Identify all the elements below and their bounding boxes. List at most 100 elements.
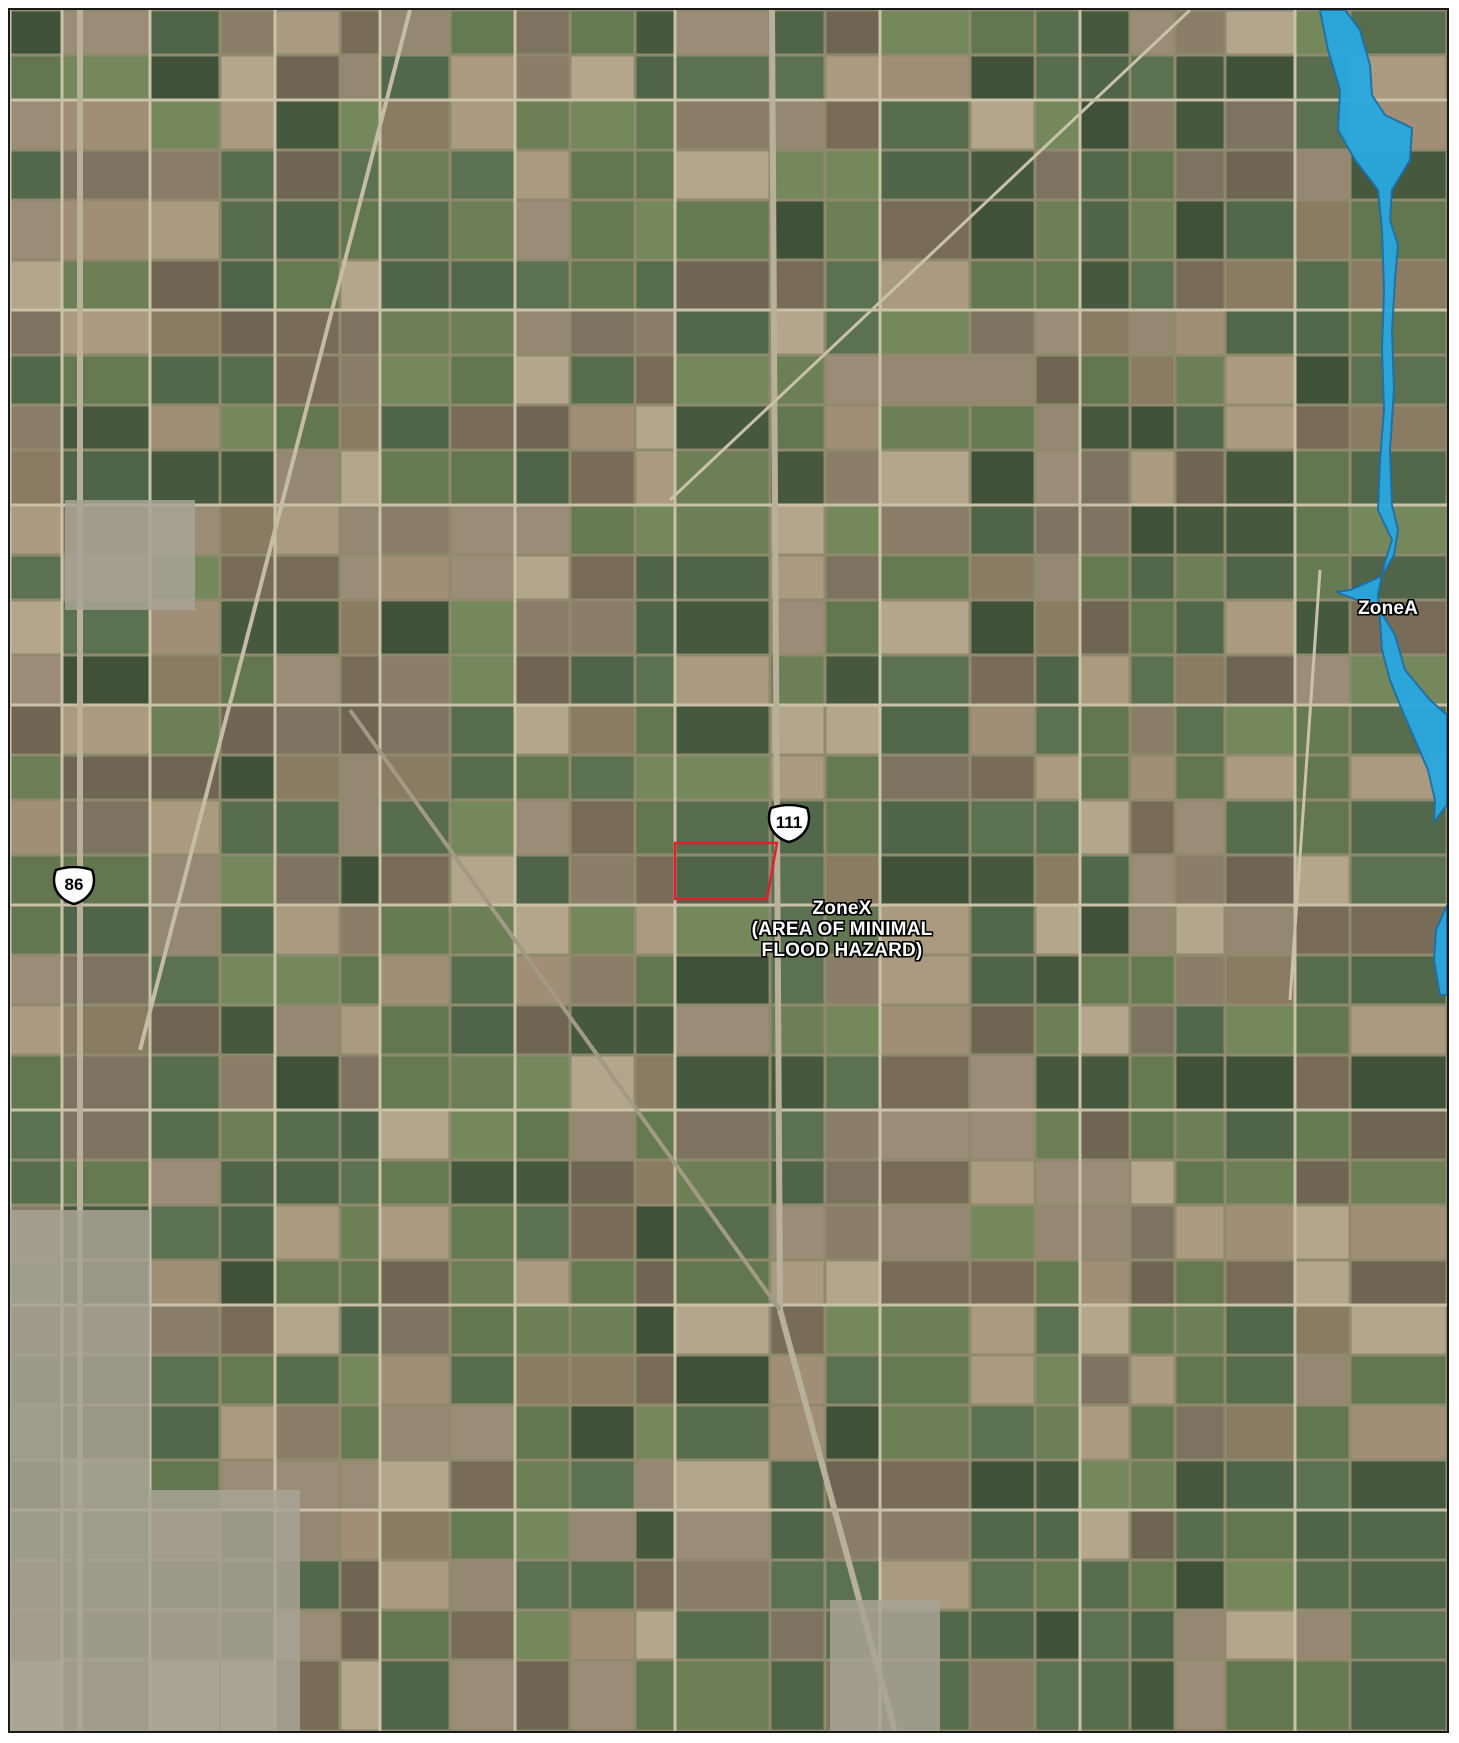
field-parcel xyxy=(826,11,879,54)
field-parcel xyxy=(881,1356,969,1404)
field-parcel xyxy=(1131,1261,1174,1304)
field-parcel xyxy=(571,56,634,99)
field-parcel xyxy=(11,706,61,754)
field-parcel xyxy=(11,406,61,449)
field-parcel xyxy=(1036,311,1079,354)
field-parcel xyxy=(771,11,824,54)
field-parcel xyxy=(1176,1561,1224,1609)
field-parcel xyxy=(881,11,969,54)
field-parcel xyxy=(516,506,569,554)
field-parcel xyxy=(1131,56,1174,99)
field-parcel xyxy=(571,1206,634,1259)
field-parcel xyxy=(151,201,219,259)
field-parcel xyxy=(276,956,339,1004)
field-parcel xyxy=(451,1561,514,1609)
field-parcel xyxy=(516,1356,569,1404)
field-parcel xyxy=(1036,601,1079,654)
field-parcel xyxy=(451,601,514,654)
project-parcel-outline[interactable] xyxy=(673,841,779,901)
field-parcel xyxy=(826,601,879,654)
field-parcel xyxy=(341,11,379,54)
field-parcel xyxy=(151,1006,219,1054)
field-parcel xyxy=(341,356,379,404)
field-parcel xyxy=(221,956,274,1004)
field-parcel xyxy=(636,756,674,799)
field-parcel xyxy=(11,906,61,954)
field-parcel xyxy=(1131,1406,1174,1459)
field-parcel xyxy=(221,656,274,704)
field-parcel xyxy=(381,506,449,554)
field-parcel xyxy=(676,956,769,1004)
field-parcel xyxy=(826,151,879,199)
field-parcel xyxy=(881,1006,969,1054)
field-parcel xyxy=(1081,1111,1129,1159)
field-parcel xyxy=(151,706,219,754)
field-parcel xyxy=(1036,956,1079,1004)
field-parcel xyxy=(63,311,149,354)
field-parcel xyxy=(151,656,219,704)
field-parcel xyxy=(221,1261,274,1304)
aerial-imagery[interactable] xyxy=(10,10,1447,1731)
field-parcel xyxy=(451,956,514,1004)
field-parcel xyxy=(1296,601,1349,654)
field-parcel xyxy=(1296,1611,1349,1659)
field-parcel xyxy=(381,1611,449,1659)
zone-x-title: ZoneX xyxy=(812,898,872,919)
field-parcel xyxy=(636,261,674,309)
field-parcel xyxy=(451,1611,514,1659)
field-parcel xyxy=(451,556,514,599)
canal-diagonal xyxy=(348,708,782,1312)
field-parcel xyxy=(63,756,149,799)
field-parcel xyxy=(1226,906,1294,954)
field-parcel xyxy=(63,56,149,99)
map-frame[interactable]: ZoneA ZoneX (AREA OF MINIMAL FLOOD HAZAR… xyxy=(8,8,1449,1733)
field-parcel xyxy=(516,1261,569,1304)
town-area xyxy=(830,1600,940,1731)
field-parcel xyxy=(676,1511,769,1559)
field-parcel xyxy=(571,1661,634,1730)
field-parcel xyxy=(571,656,634,704)
field-parcel xyxy=(1176,311,1224,354)
field-parcel xyxy=(881,201,969,259)
field-parcel xyxy=(1036,1406,1079,1459)
field-parcel xyxy=(971,756,1034,799)
field-parcel xyxy=(63,11,149,54)
field-parcel xyxy=(516,261,569,309)
field-parcel xyxy=(341,406,379,449)
field-parcel xyxy=(151,1306,219,1354)
field-parcel xyxy=(636,1406,674,1459)
field-parcel xyxy=(676,1056,769,1109)
field-parcel xyxy=(1176,801,1224,854)
field-parcel xyxy=(151,356,219,404)
field-parcel xyxy=(771,706,824,754)
field-parcel xyxy=(826,956,879,1004)
field-parcel xyxy=(1351,1056,1446,1109)
field-parcel xyxy=(63,656,149,704)
field-parcel xyxy=(341,1161,379,1204)
field-parcel xyxy=(11,756,61,799)
zone-x-label: ZoneX (AREA OF MINIMAL FLOOD HAZARD) xyxy=(722,898,962,961)
field-parcel xyxy=(571,261,634,309)
field-parcel xyxy=(451,706,514,754)
field-parcel xyxy=(636,1356,674,1404)
field-parcel xyxy=(1131,311,1174,354)
field-parcel xyxy=(971,11,1034,54)
field-parcel xyxy=(826,56,879,99)
field-parcel xyxy=(1226,706,1294,754)
field-parcel xyxy=(1226,1056,1294,1109)
field-parcel xyxy=(451,1406,514,1459)
field-parcel xyxy=(451,311,514,354)
field-parcel xyxy=(1081,1056,1129,1109)
field-parcel xyxy=(1351,906,1446,954)
field-parcel xyxy=(1131,101,1174,149)
flood-zone-a-area[interactable] xyxy=(1318,10,1447,996)
field-parcel xyxy=(276,101,339,149)
field-parcel xyxy=(1131,1006,1174,1054)
field-parcel xyxy=(1351,1561,1446,1609)
field-parcel xyxy=(676,801,769,854)
field-parcel xyxy=(676,1306,769,1354)
field-parcel xyxy=(881,101,969,149)
field-parcel xyxy=(341,706,379,754)
field-parcel xyxy=(971,556,1034,599)
field-parcel xyxy=(516,601,569,654)
